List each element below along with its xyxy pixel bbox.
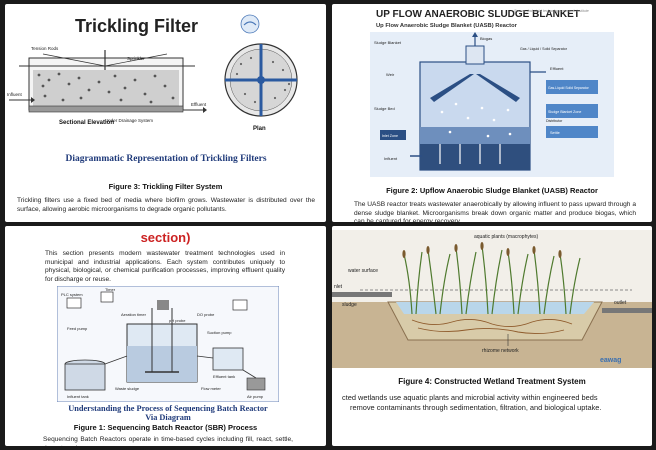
label-effluent-tank: Effluent tank xyxy=(213,374,235,379)
label-sectional-elevation: Sectional Elevation xyxy=(59,120,114,126)
label-sludge: sludge xyxy=(342,302,357,308)
label-distributor: Distributor xyxy=(546,119,563,123)
figure-paragraph: Trickling filters use a fixed bed of med… xyxy=(17,197,315,213)
figure-subtitle: Up Flow Anaerobic Sludge Blanket (UASB) … xyxy=(376,23,517,29)
label-ph-probe: pH probe xyxy=(169,318,186,323)
label-rhizome: rhizome network xyxy=(482,348,519,354)
panel-sbr: section) This section presents modern wa… xyxy=(5,226,326,446)
paragraph-line-1: cted wetlands use aquatic plants and mic… xyxy=(342,393,598,402)
label-effluent: Effluent xyxy=(191,102,207,107)
label-gls-separator: Gas / Liquid / Solid Separator xyxy=(520,47,568,51)
rhizome-lines xyxy=(411,319,573,335)
figure-paragraph: Sequencing Batch Reactors operate in tim… xyxy=(43,436,293,446)
air-pump xyxy=(246,377,266,391)
label-tension-rods: Tension Rods xyxy=(31,46,59,51)
paragraph-line-2: remove contaminants through sedimentatio… xyxy=(350,402,602,412)
label-plan: Plan xyxy=(253,126,266,132)
label-influent-tank: Influent tank xyxy=(67,394,89,399)
sectional-elevation-drawing xyxy=(9,50,207,113)
figure-caption: Figure 4: Constructed Wetland Treatment … xyxy=(398,377,586,386)
influent-tank xyxy=(64,359,106,391)
outlet-pipe xyxy=(602,308,652,313)
timer-box xyxy=(100,291,114,303)
plc-box xyxy=(66,297,82,309)
sbr-reactor xyxy=(126,300,198,383)
zone-box-settle xyxy=(546,126,598,138)
aeration-timer-box xyxy=(232,299,248,311)
trickling-filter-diagram: Tension Rods Sprinkler Influent Effluent… xyxy=(7,43,298,132)
label-sprinkler: Sprinkler xyxy=(127,56,145,61)
logo-icon xyxy=(240,14,260,34)
label-air-pump: Air pump xyxy=(247,394,264,399)
label-weir: Weir xyxy=(386,72,395,77)
label-inlet-zone: Inlet Zone xyxy=(382,134,398,138)
plan-view-drawing xyxy=(224,43,298,117)
label-water-surface: water surface xyxy=(348,268,378,274)
figure-caption: Figure 1: Sequencing Batch Reactor (SBR)… xyxy=(73,423,258,432)
figure-title: UP FLOW ANAEROBIC SLUDGE BLANKET xyxy=(376,9,580,20)
label-plc: PLC system xyxy=(61,292,83,297)
label-under-drainage: Under Drainage System xyxy=(105,118,153,123)
figure-title: Trickling Filter xyxy=(75,16,199,36)
effluent-tank xyxy=(212,347,244,371)
label-influent: Influent xyxy=(384,156,398,161)
figure-paragraph: The UASB reactor treats wastewater anaer… xyxy=(354,201,636,222)
reactor-vessel xyxy=(410,32,546,171)
aquatic-plants xyxy=(403,245,581,315)
eawag-logo: eawag xyxy=(600,357,621,364)
panel-trickling-filter: Trickling Filter xyxy=(5,4,326,222)
label-aquatic-plants: aquatic plants (macrophytes) xyxy=(474,234,539,240)
figure-source: Source: Industrial technology research i… xyxy=(514,9,589,13)
zone-box-sludge-blanket xyxy=(546,104,598,118)
label-biogas: Biogas xyxy=(480,36,492,41)
label-sludge-blanket-zone: Sludge Blanket Zone xyxy=(548,110,581,114)
label-suction-pump: Suction pump xyxy=(207,330,232,335)
label-outlet: outlet xyxy=(614,300,627,306)
panel-uasb: UP FLOW ANAEROBIC SLUDGE BLANKET Source:… xyxy=(332,4,652,222)
sbr-diagram: Timer PLC system Aeration timer DO probe… xyxy=(57,286,279,402)
label-settle: Settle xyxy=(550,131,560,135)
label-waste-sludge: Waste sludge xyxy=(115,386,140,391)
figure-caption: Figure 2: Upflow Anaerobic Sludge Blanke… xyxy=(386,186,598,195)
label-influent: Influent xyxy=(7,92,23,97)
intro-paragraph: This section presents modern wastewater … xyxy=(45,250,285,283)
inlet-pipe xyxy=(332,292,392,297)
panel-constructed-wetland: aquatic plants (macrophytes) water surfa… xyxy=(332,226,652,446)
uasb-diagram: Sludge Blanket Biogas Gas / Liquid / Sol… xyxy=(370,32,614,177)
reed-heads xyxy=(402,242,562,258)
label-timer: Timer xyxy=(105,287,116,292)
label-sludge-blanket: Sludge Blanket xyxy=(374,40,402,45)
zone-box-inlet xyxy=(380,130,406,140)
label-flow-meter: Flow meter xyxy=(201,386,221,391)
label-sludge-bed: Sludge Bed xyxy=(374,106,395,111)
label-effluent: Effluent xyxy=(550,66,564,71)
label-do-probe: DO probe xyxy=(197,312,215,317)
section-heading: section) xyxy=(140,230,191,245)
water-layer xyxy=(396,302,594,314)
zone-box-gls xyxy=(546,80,598,94)
figure-caption: Figure 3: Trickling Filter System xyxy=(108,182,223,191)
label-feed-pump: Feed pump xyxy=(67,326,88,331)
label-gls-zone: Gas-Liquid Solid Separator xyxy=(548,86,590,90)
label-aeration-timer: Aeration timer xyxy=(121,312,147,317)
wetland-diagram: aquatic plants (macrophytes) water surfa… xyxy=(332,230,652,368)
label-inlet: nlet xyxy=(334,284,343,290)
figure-banner: Understanding the Process of Sequencing … xyxy=(68,404,268,422)
figure-paragraph: cted wetlands use aquatic plants and mic… xyxy=(342,393,652,412)
figure-banner: Diagrammatic Representation of Trickling… xyxy=(65,154,267,164)
